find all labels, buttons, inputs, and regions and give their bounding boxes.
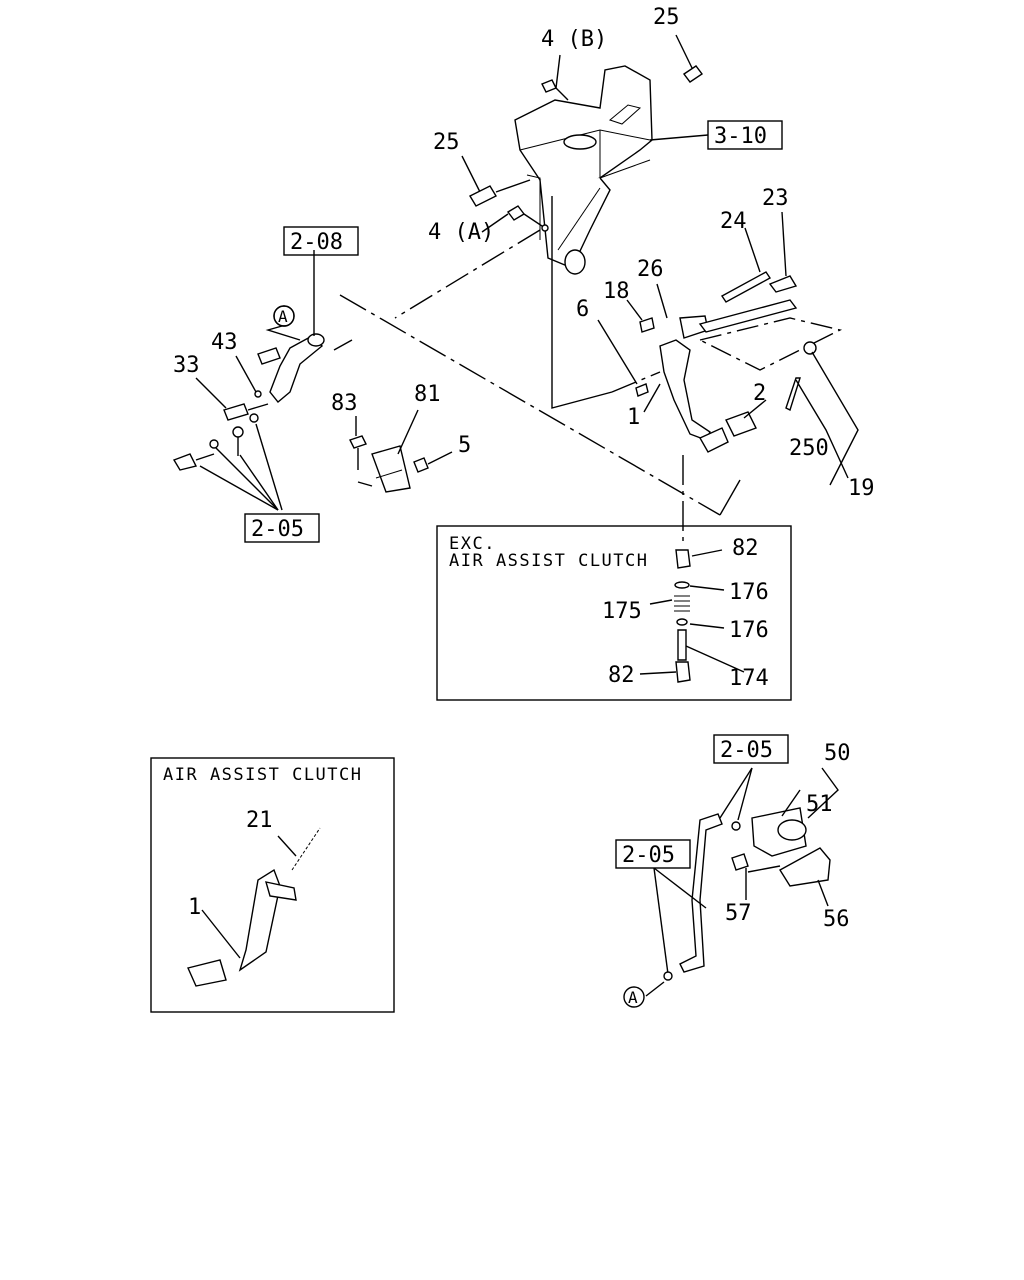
connector-a-lower: A (628, 988, 638, 1007)
top-fasteners (461, 34, 709, 233)
pedal-bracket (514, 65, 653, 275)
left-fasteners (172, 355, 283, 511)
air-assist-inset (150, 757, 395, 1013)
small-bracket (349, 409, 453, 493)
callout-57: 57 (725, 901, 752, 926)
exc-air-assist-inset (436, 525, 792, 701)
reservoir-assembly (645, 767, 839, 997)
callout-25-top: 25 (653, 5, 680, 30)
callout-175: 175 (602, 599, 642, 624)
connector-marks: A A (273, 305, 645, 1008)
callout-25-left: 25 (433, 130, 460, 155)
callout-5: 5 (458, 433, 471, 458)
callout-82-bottom: 82 (608, 663, 635, 688)
clutch-master-cylinder (257, 250, 325, 403)
callout-1-inset: 1 (188, 895, 201, 920)
reference-boxes: 3-10 2-08 2-05 2-05 2-05 (244, 120, 789, 869)
callout-50: 50 (824, 741, 851, 766)
callout-21: 21 (246, 808, 273, 833)
callout-24: 24 (720, 209, 747, 234)
air-assist-title: AIR ASSIST CLUTCH (163, 765, 363, 785)
callout-1-main: 1 (627, 405, 640, 430)
inset-titles: EXC. AIR ASSIST CLUTCH AIR ASSIST CLUTCH (163, 534, 649, 785)
callout-4b: 4 (B) (541, 27, 607, 52)
ref-2-08: 2-08 (290, 230, 343, 255)
callout-26: 26 (637, 257, 664, 282)
callout-33: 33 (173, 353, 200, 378)
callout-176-bottom: 176 (729, 618, 769, 643)
callout-250: 250 (789, 436, 829, 461)
callout-4a: 4 (A) (428, 220, 494, 245)
callout-18: 18 (603, 279, 630, 304)
callout-51: 51 (806, 792, 833, 817)
ref-2-05-left: 2-05 (251, 517, 304, 542)
callout-81: 81 (414, 382, 441, 407)
clutch-pedal (635, 271, 817, 453)
callout-23: 23 (762, 186, 789, 211)
exc-title-line1: EXC. (449, 534, 496, 554)
exc-title-line2: AIR ASSIST CLUTCH (449, 551, 649, 571)
ref-2-05-right-mid: 2-05 (622, 843, 675, 868)
callout-176-top: 176 (729, 580, 769, 605)
assembly-guide-lines (333, 196, 843, 545)
part-number-labels: 25 4 (B) 25 4 (A) 24 23 26 18 6 1 2 250 … (173, 5, 875, 932)
ref-3-10: 3-10 (714, 124, 767, 149)
callout-83: 83 (331, 391, 358, 416)
callout-6: 6 (576, 297, 589, 322)
callout-43: 43 (211, 330, 238, 355)
callout-2: 2 (753, 381, 766, 406)
ref-2-05-right-top: 2-05 (720, 738, 773, 763)
connector-a-upper: A (278, 307, 288, 326)
callout-174: 174 (729, 666, 769, 691)
callout-82-top: 82 (732, 536, 759, 561)
callout-56: 56 (823, 907, 850, 932)
pedal-leaders (597, 211, 859, 486)
callout-19: 19 (848, 476, 875, 501)
